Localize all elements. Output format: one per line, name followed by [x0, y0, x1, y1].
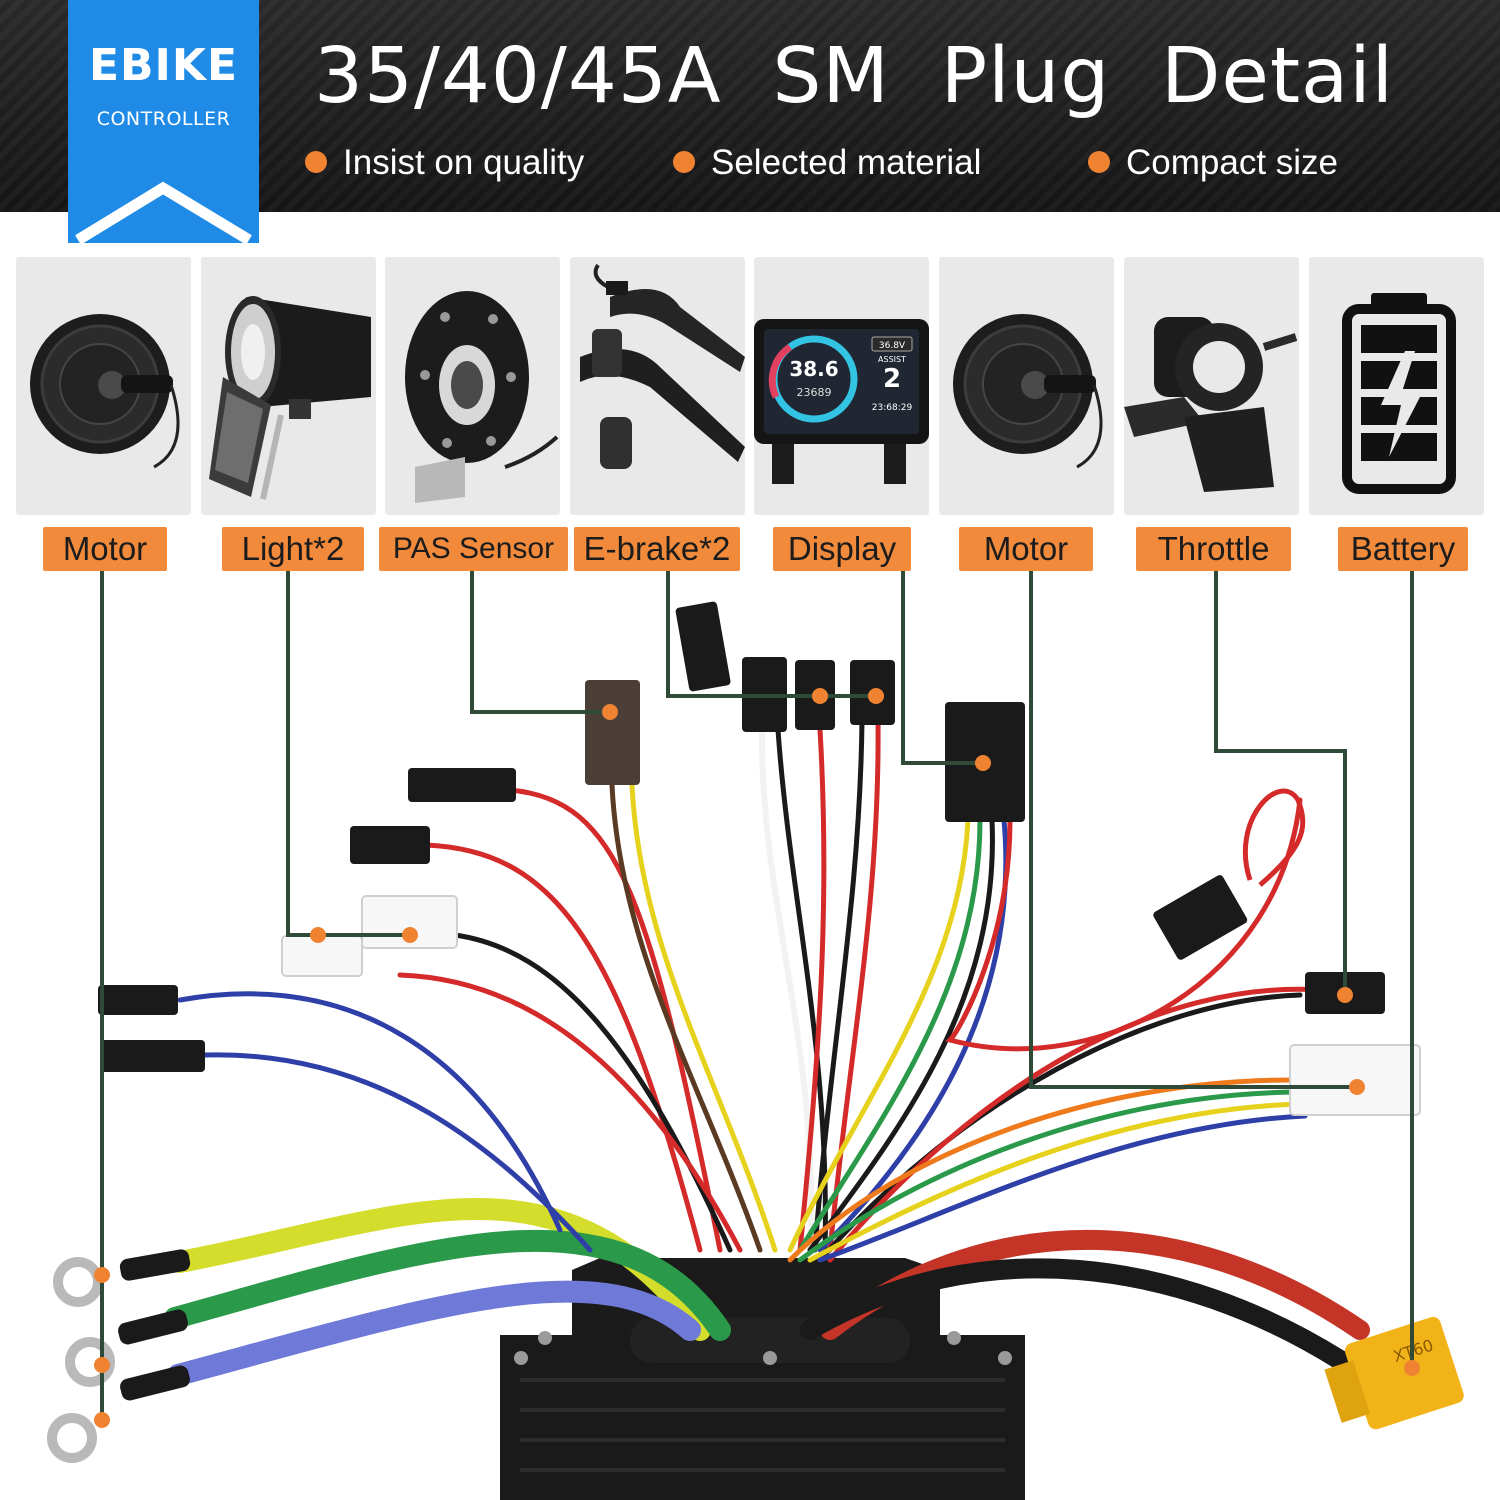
feature-text: Selected material — [711, 143, 982, 182]
display-clock: 23:68:29 — [872, 403, 913, 413]
ring-terminals — [47, 1249, 191, 1463]
display-voltage: 36.8V — [879, 341, 906, 351]
logo-brand: EBIKE — [88, 40, 239, 91]
label-ebrake: E-brake*2 — [574, 527, 740, 571]
label-light: Light*2 — [222, 527, 364, 571]
label-motor-right: Motor — [959, 527, 1093, 571]
signal-wires — [177, 717, 1323, 1263]
tile-motor-right — [939, 257, 1114, 515]
display-assist: 2 — [883, 364, 901, 394]
tile-throttle — [1124, 257, 1299, 515]
hub-motor-icon — [953, 314, 1103, 469]
pas-sensor-icon — [405, 291, 559, 503]
feature-size: Compact size — [1088, 143, 1338, 183]
xt60-connector: XT60 — [1324, 1316, 1464, 1430]
headlight-icon — [209, 296, 371, 500]
label-throttle: Throttle — [1136, 527, 1291, 571]
feature-text: Compact size — [1126, 143, 1339, 182]
leader-dots — [94, 688, 1420, 1428]
tile-display: 38.6 23689 36.8V ASSIST 2 23:68:29 — [754, 257, 929, 515]
battery-icon — [1342, 293, 1456, 494]
feature-material: Selected material — [673, 143, 981, 183]
brake-lever-icon — [580, 263, 745, 469]
bullet-dot — [673, 150, 695, 173]
display-screen-icon: 38.6 23689 36.8V ASSIST 2 23:68:29 — [754, 319, 929, 484]
brand-logo: EBIKE CONTROLLER — [68, 0, 259, 243]
display-odo: 23689 — [797, 386, 832, 399]
page-title: 35/40/45A SM Plug Detail — [314, 32, 1394, 121]
tile-light — [201, 257, 376, 515]
house-roof-icon — [75, 181, 252, 243]
label-display: Display — [773, 527, 911, 571]
label-pas-sensor: PAS Sensor — [379, 527, 568, 571]
tile-ebrake — [570, 257, 745, 515]
thumb-throttle-icon — [1124, 317, 1298, 492]
tile-pas-sensor — [385, 257, 560, 515]
label-motor-left: Motor — [43, 527, 167, 571]
display-speed: 38.6 — [789, 357, 838, 381]
bullet-dot — [1088, 150, 1110, 173]
feature-quality: Insist on quality — [305, 143, 584, 183]
phase-wires — [164, 1198, 1370, 1386]
bullet-dot — [305, 150, 327, 173]
tile-motor-left — [16, 257, 191, 515]
label-battery: Battery — [1338, 527, 1468, 571]
tile-battery — [1309, 257, 1484, 515]
hub-motor-icon — [30, 314, 180, 469]
plug-connectors — [98, 601, 1421, 1116]
logo-subtitle: CONTROLLER — [96, 108, 231, 130]
feature-text: Insist on quality — [343, 143, 585, 182]
display-assist-label: ASSIST — [878, 355, 906, 364]
